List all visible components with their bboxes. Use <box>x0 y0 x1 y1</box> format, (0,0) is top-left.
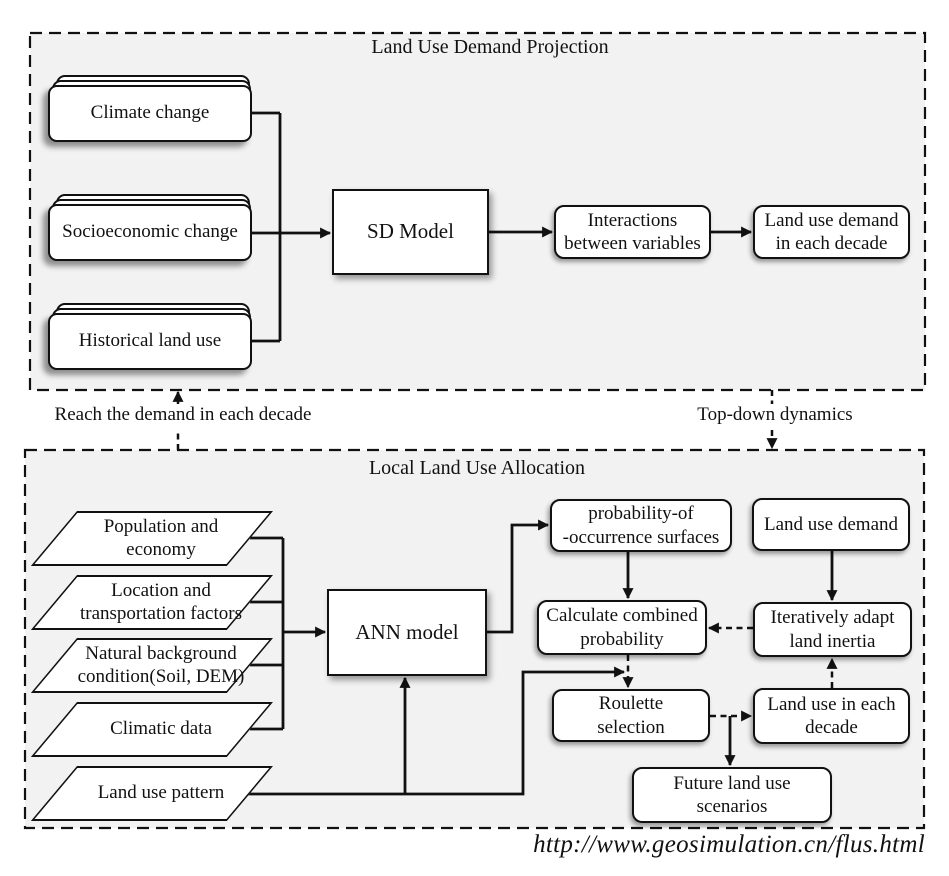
node-location-transportation-label: Location and transportation factors <box>80 579 242 624</box>
node-climate-change-label: Climate change <box>48 85 252 142</box>
node-land-use-in-each-decade: Land use in each decade <box>753 688 910 744</box>
node-climatic-data: Climatic data <box>30 702 274 757</box>
node-historical-land-use: Historical land use <box>48 303 252 370</box>
node-interactions-between-variables: Interactions between variables <box>554 205 711 259</box>
node-probability-occurrence-surfaces: probability-of -occurrence surfaces <box>550 499 732 552</box>
node-roulette-selection: Roulette selection <box>552 689 710 742</box>
node-socioeconomic-change: Socioeconomic change <box>48 194 252 261</box>
node-socioeconomic-change-label: Socioeconomic change <box>48 204 252 261</box>
source-url: http://www.geosimulation.cn/flus.html <box>533 831 925 858</box>
arrow-ann-to-probability-surfaces <box>487 519 550 634</box>
node-land-use-pattern-label: Land use pattern <box>97 782 225 804</box>
node-land-use-demand: Land use demand <box>752 498 910 551</box>
node-land-use-demand-each-decade: Land use demand in each decade <box>753 205 910 259</box>
node-land-use-pattern: Land use pattern <box>30 766 274 821</box>
node-natural-background-label: Natural background condition(Soil, DEM) <box>77 642 245 687</box>
node-natural-background: Natural background condition(Soil, DEM) <box>30 638 274 693</box>
connector-factors-to-ann-collector <box>250 536 285 731</box>
connector-inputs-to-sd-collector <box>252 111 282 343</box>
node-sd-model: SD Model <box>332 189 489 275</box>
node-ann-model: ANN model <box>327 589 487 676</box>
node-climate-change: Climate change <box>48 75 252 142</box>
node-historical-land-use-label: Historical land use <box>48 313 252 370</box>
node-climatic-data-label: Climatic data <box>110 718 212 740</box>
node-future-land-use-scenarios: Future land use scenarios <box>632 767 832 823</box>
node-population-economy-label: Population and economy <box>103 515 219 560</box>
bottom-section-title: Local Land Use Allocation <box>368 457 586 479</box>
arrow-land-use-pattern-to-roulette-junction <box>248 666 626 796</box>
node-location-transportation: Location and transportation factors <box>30 575 274 630</box>
node-calculate-combined-probability: Calculate combined probability <box>537 600 707 655</box>
top-section-title: Land Use Demand Projection <box>371 36 609 58</box>
node-population-economy: Population and economy <box>30 511 274 566</box>
label-reach-demand: Reach the demand in each decade <box>54 404 312 425</box>
label-top-down-dynamics: Top-down dynamics <box>697 404 853 425</box>
node-iteratively-adapt-land-inertia: Iteratively adapt land inertia <box>753 602 912 657</box>
